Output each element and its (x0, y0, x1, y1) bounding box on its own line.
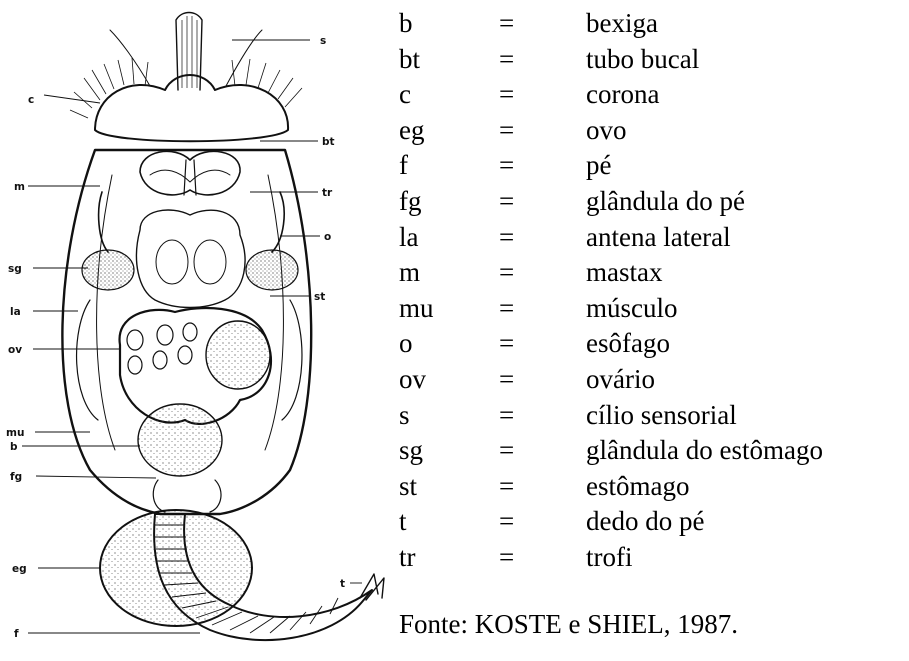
legend-equals: = (499, 433, 514, 469)
legend-term: ovo (586, 113, 627, 149)
callout-t: t (340, 578, 345, 590)
stomach-shape (136, 210, 245, 308)
legend-equals: = (499, 398, 514, 434)
legend-term: corona (586, 77, 659, 113)
legend-term: dedo do pé (586, 504, 704, 540)
legend-row: mu = músculo (399, 291, 904, 327)
legend-row: f = pé (399, 148, 904, 184)
legend-row: o = esôfago (399, 326, 904, 362)
legend-abbreviation: f (399, 148, 408, 184)
callout-tr: tr (322, 187, 333, 199)
stomach-gland-right (246, 250, 298, 290)
legend-equals: = (499, 148, 514, 184)
legend-equals: = (499, 42, 514, 78)
legend-row: bt = tubo bucal (399, 42, 904, 78)
legend-row: t = dedo do pé (399, 504, 904, 540)
legend-abbreviation: bt (399, 42, 420, 78)
legend-abbreviation: la (399, 220, 419, 256)
legend-term: antena lateral (586, 220, 731, 256)
stomach-gland-left (82, 250, 134, 290)
legend-row: fg = glândula do pé (399, 184, 904, 220)
legend-abbreviation: t (399, 504, 407, 540)
callout-o: o (324, 231, 331, 243)
legend-term: músculo (586, 291, 678, 327)
legend-abbreviation: b (399, 6, 413, 42)
rotifer-illustration: s c bt m tr o sg st la ov mu b fg eg t f (0, 0, 395, 661)
callout-bt: bt (322, 136, 335, 148)
legend-equals: = (499, 220, 514, 256)
legend-equals: = (499, 540, 514, 576)
legend-row: ov = ovário (399, 362, 904, 398)
cilia (70, 58, 302, 118)
legend-row: la = antena lateral (399, 220, 904, 256)
legend-term: mastax (586, 255, 662, 291)
legend-abbreviation: m (399, 255, 420, 291)
legend-row: b = bexiga (399, 6, 904, 42)
legend-row: s = cílio sensorial (399, 398, 904, 434)
legend-abbreviation: mu (399, 291, 434, 327)
legend-abbreviation: ov (399, 362, 426, 398)
legend-term: esôfago (586, 326, 670, 362)
legend-equals: = (499, 326, 514, 362)
callout-s: s (320, 35, 326, 47)
legend-equals: = (499, 113, 514, 149)
callout-f: f (14, 628, 19, 640)
legend-abbreviation: tr (399, 540, 416, 576)
legend-term: glândula do pé (586, 184, 745, 220)
legend-equals: = (499, 504, 514, 540)
legend-term: tubo bucal (586, 42, 699, 78)
callout-eg: eg (12, 563, 27, 575)
egg-shape (100, 510, 252, 626)
callout-c: c (28, 94, 34, 106)
legend-term: ovário (586, 362, 655, 398)
callout-sg: sg (8, 263, 22, 275)
legend-equals: = (499, 77, 514, 113)
legend-abbreviation: c (399, 77, 411, 113)
legend-term: bexiga (586, 6, 658, 42)
legend-row: eg = ovo (399, 113, 904, 149)
legend-row: m = mastax (399, 255, 904, 291)
legend-equals: = (499, 255, 514, 291)
legend-row: tr = trofi (399, 540, 904, 576)
legend-equals: = (499, 6, 514, 42)
callout-la: la (10, 306, 21, 318)
legend-term: pé (586, 148, 611, 184)
legend: b=bexigabt=tubo bucalc=coronaeg=ovof=péf… (399, 6, 904, 576)
legend-row: c = corona (399, 77, 904, 113)
legend-abbreviation: st (399, 469, 417, 505)
legend-abbreviation: eg (399, 113, 424, 149)
legend-equals: = (499, 362, 514, 398)
legend-equals: = (499, 469, 514, 505)
callout-fg: fg (10, 471, 22, 483)
callout-st: st (314, 291, 325, 303)
legend-abbreviation: fg (399, 184, 422, 220)
legend-abbreviation: s (399, 398, 410, 434)
legend-abbreviation: sg (399, 433, 423, 469)
legend-term: trofi (586, 540, 633, 576)
sensory-cilium (176, 13, 202, 91)
bladder-shape (138, 404, 222, 476)
callout-mu: mu (6, 427, 24, 439)
legend-term: glândula do estômago (586, 433, 823, 469)
callout-b: b (10, 441, 18, 453)
source-citation: Fonte: KOSTE e SHIEL, 1987. (399, 604, 738, 644)
legend-equals: = (499, 184, 514, 220)
callout-m: m (14, 181, 25, 193)
legend-term: cílio sensorial (586, 398, 737, 434)
legend-abbreviation: o (399, 326, 413, 362)
legend-row: sg = glândula do estômago (399, 433, 904, 469)
legend-row: st = estômago (399, 469, 904, 505)
mastax-shape (140, 151, 240, 194)
legend-equals: = (499, 291, 514, 327)
ovary-nuclei (127, 323, 197, 374)
callout-ov: ov (8, 344, 22, 356)
legend-term: estômago (586, 469, 689, 505)
